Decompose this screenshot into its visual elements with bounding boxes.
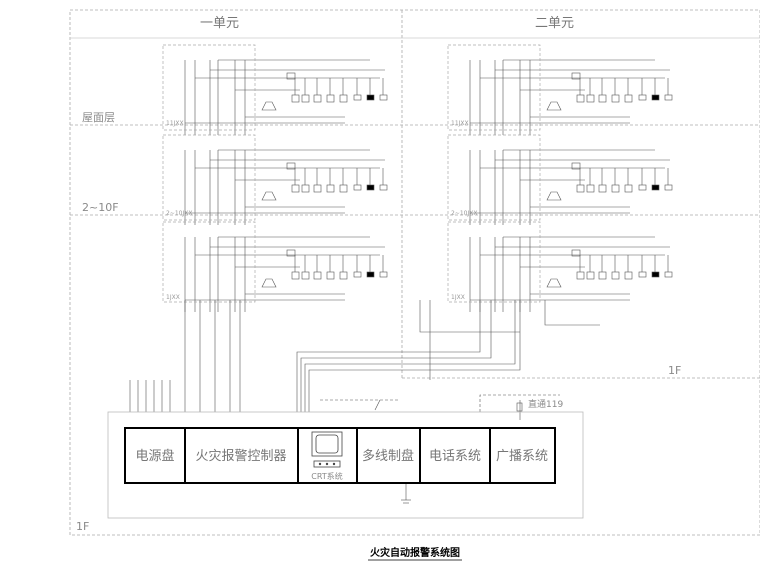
field-device-icon xyxy=(291,94,300,103)
module-icon xyxy=(571,249,581,257)
junction-box xyxy=(162,134,256,221)
field-device-icon xyxy=(624,271,633,280)
speaker-icon xyxy=(546,278,562,288)
field-device-icon xyxy=(651,271,660,278)
field-device-icon xyxy=(638,271,647,278)
field-device-icon xyxy=(651,94,660,101)
speaker-icon xyxy=(261,278,277,288)
field-device-icon xyxy=(366,94,375,101)
junction-box-label: 11JXX xyxy=(451,120,469,127)
field-device-icon xyxy=(353,94,362,101)
junction-box xyxy=(447,134,541,221)
junction-box-label: 2~10JXX xyxy=(166,210,192,217)
field-device-icon xyxy=(339,271,348,280)
speaker-icon xyxy=(546,101,562,111)
field-device-icon xyxy=(379,184,388,191)
field-device-icon xyxy=(624,94,633,103)
field-device-icon xyxy=(598,94,607,103)
field-device-icon xyxy=(611,94,620,103)
floor-wiring xyxy=(469,149,673,225)
junction-box-label: 2~10JXX xyxy=(451,210,477,217)
field-device-icon xyxy=(624,184,633,193)
panel-telephone: 电话系统 xyxy=(429,449,481,464)
panel-fire-alarm-controller: 火灾报警控制器 xyxy=(195,448,286,464)
field-device-icon xyxy=(586,271,595,280)
floor-wiring xyxy=(184,236,388,312)
field-device-icon xyxy=(339,184,348,193)
field-device-icon xyxy=(379,271,388,278)
unit-1-label: 一单元 xyxy=(200,16,239,31)
floor-wiring xyxy=(469,236,673,312)
junction-box xyxy=(162,221,256,303)
panel-multiline: 多线制盘 xyxy=(362,448,414,464)
floor-label-1f-left: 1F xyxy=(76,520,89,533)
junction-box-label: 11JXX xyxy=(166,120,184,127)
field-device-icon xyxy=(339,94,348,103)
trunk-wiring xyxy=(129,300,600,504)
floor-label-mid: 2~10F xyxy=(82,201,119,214)
field-device-icon xyxy=(576,184,585,193)
junction-box-label: 1JXX xyxy=(451,294,465,301)
speaker-icon xyxy=(261,191,277,201)
field-device-icon xyxy=(611,271,620,280)
field-device-icon xyxy=(664,184,673,191)
crt-monitor-icon xyxy=(311,431,343,468)
field-device-icon xyxy=(353,184,362,191)
field-device-icon xyxy=(664,271,673,278)
field-device-icon xyxy=(326,184,335,193)
speaker-icon xyxy=(546,191,562,201)
field-device-icon xyxy=(638,184,647,191)
field-device-icon xyxy=(313,184,322,193)
field-device-icon xyxy=(598,184,607,193)
module-icon xyxy=(286,162,296,170)
field-device-icon xyxy=(586,94,595,103)
field-device-icon xyxy=(576,271,585,280)
junction-box xyxy=(447,44,541,131)
panel-broadcast: 广播系统 xyxy=(496,449,548,464)
field-device-icon xyxy=(291,184,300,193)
field-device-icon xyxy=(576,94,585,103)
field-device-icon xyxy=(366,271,375,278)
field-device-icon xyxy=(313,271,322,280)
unit-2-label: 二单元 xyxy=(535,16,574,31)
junction-box-label: 1JXX xyxy=(166,294,180,301)
field-device-icon xyxy=(313,94,322,103)
control-room-box xyxy=(107,411,584,519)
floor-label-roof: 屋面层 xyxy=(82,111,115,124)
field-device-icon xyxy=(301,271,310,280)
diagram-title: 火灾自动报警系统图 xyxy=(370,546,460,559)
field-device-icon xyxy=(598,271,607,280)
module-icon xyxy=(286,249,296,257)
junction-box xyxy=(447,221,541,303)
field-device-icon xyxy=(638,94,647,101)
panel-power: 电源盘 xyxy=(135,448,174,464)
junction-box xyxy=(162,44,256,131)
field-device-icon xyxy=(651,184,660,191)
floor-label-1f-right: 1F xyxy=(668,364,681,377)
field-device-icon xyxy=(353,271,362,278)
field-device-icon xyxy=(291,271,300,280)
speaker-icon xyxy=(261,101,277,111)
field-device-icon xyxy=(366,184,375,191)
floor-wiring xyxy=(469,59,673,135)
floor-wiring xyxy=(184,149,388,225)
field-device-icon xyxy=(379,94,388,101)
outer-frame xyxy=(69,9,760,536)
field-device-icon xyxy=(326,94,335,103)
field-device-icon xyxy=(301,94,310,103)
field-device-icon xyxy=(586,184,595,193)
control-panel-cabinet xyxy=(124,427,556,484)
direct-119-label: 直通119 xyxy=(528,398,563,410)
module-icon xyxy=(571,72,581,80)
field-device-icon xyxy=(611,184,620,193)
module-icon xyxy=(286,72,296,80)
field-device-icon xyxy=(326,271,335,280)
panel-crt: CRT系统 xyxy=(311,471,342,481)
floor-wiring xyxy=(184,59,388,135)
field-device-icon xyxy=(664,94,673,101)
module-icon xyxy=(571,162,581,170)
field-device-icon xyxy=(301,184,310,193)
